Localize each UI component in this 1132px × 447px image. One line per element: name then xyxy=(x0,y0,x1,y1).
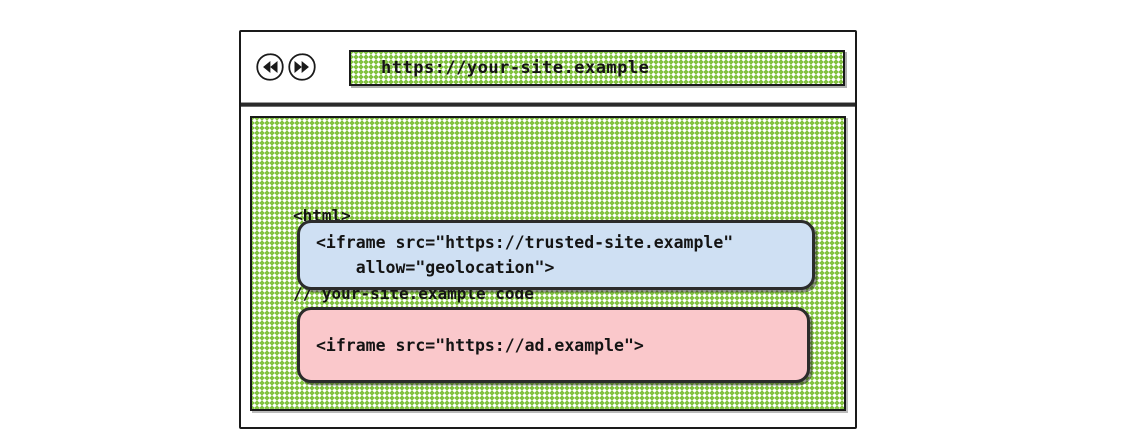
iframe-trusted-src-line: <iframe src="https://trusted-site.exampl… xyxy=(316,233,734,252)
browser-toolbar: https://your-site.example xyxy=(241,32,855,102)
toolbar-divider xyxy=(241,102,855,107)
back-button[interactable] xyxy=(255,52,285,82)
forward-button[interactable] xyxy=(287,52,317,82)
url-bar[interactable]: https://your-site.example xyxy=(349,50,845,86)
iframe-ad-src-line: <iframe src="https://ad.example"> xyxy=(316,335,644,355)
iframe-trusted-site[interactable]: <iframe src="https://trusted-site.exampl… xyxy=(297,220,815,290)
url-text[interactable]: https://your-site.example xyxy=(381,58,650,78)
iframe-trusted-allow-line: allow="geolocation"> xyxy=(316,258,555,277)
iframe-ad-site[interactable]: <iframe src="https://ad.example"> xyxy=(297,307,810,383)
browser-window: https://your-site.example <html> // your… xyxy=(239,30,857,429)
page-content-area: <html> // your-site.example code <iframe… xyxy=(250,116,846,411)
